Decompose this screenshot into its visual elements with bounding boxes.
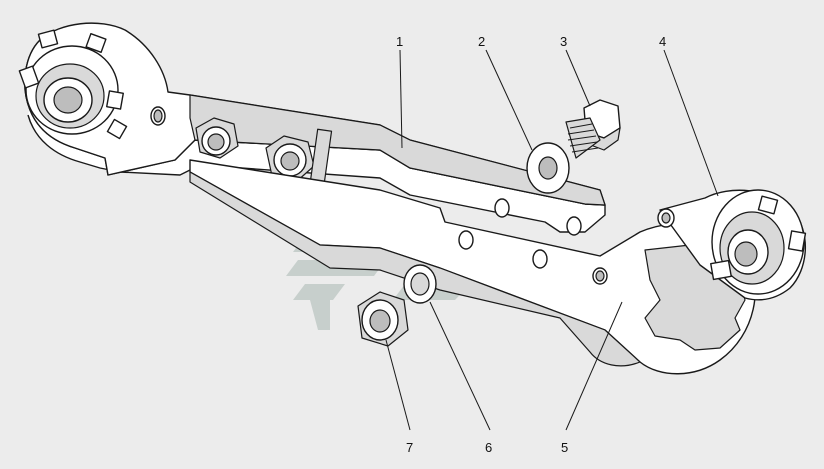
callout-5: 5 [561,440,568,455]
leader-4 [663,49,719,197]
leader-5 [565,301,623,431]
washer [526,142,570,194]
left-nut-a [195,117,239,159]
callout-6: 6 [485,440,492,455]
leader-lines [385,49,719,431]
left-nut-b [265,128,333,184]
callout-7: 7 [406,440,413,455]
bolt [565,99,621,159]
right-ring-assembly [657,189,807,301]
leader-6 [429,301,491,431]
callout-2: 2 [478,34,485,49]
nut [357,291,409,347]
leader-2 [485,49,533,151]
callout-4: 4 [659,34,666,49]
leader-1 [399,49,403,149]
leader-7 [385,339,411,431]
callout-1: 1 [396,34,403,49]
callout-3: 3 [560,34,567,49]
spring-washer [403,264,437,304]
leader-3 [565,49,591,107]
